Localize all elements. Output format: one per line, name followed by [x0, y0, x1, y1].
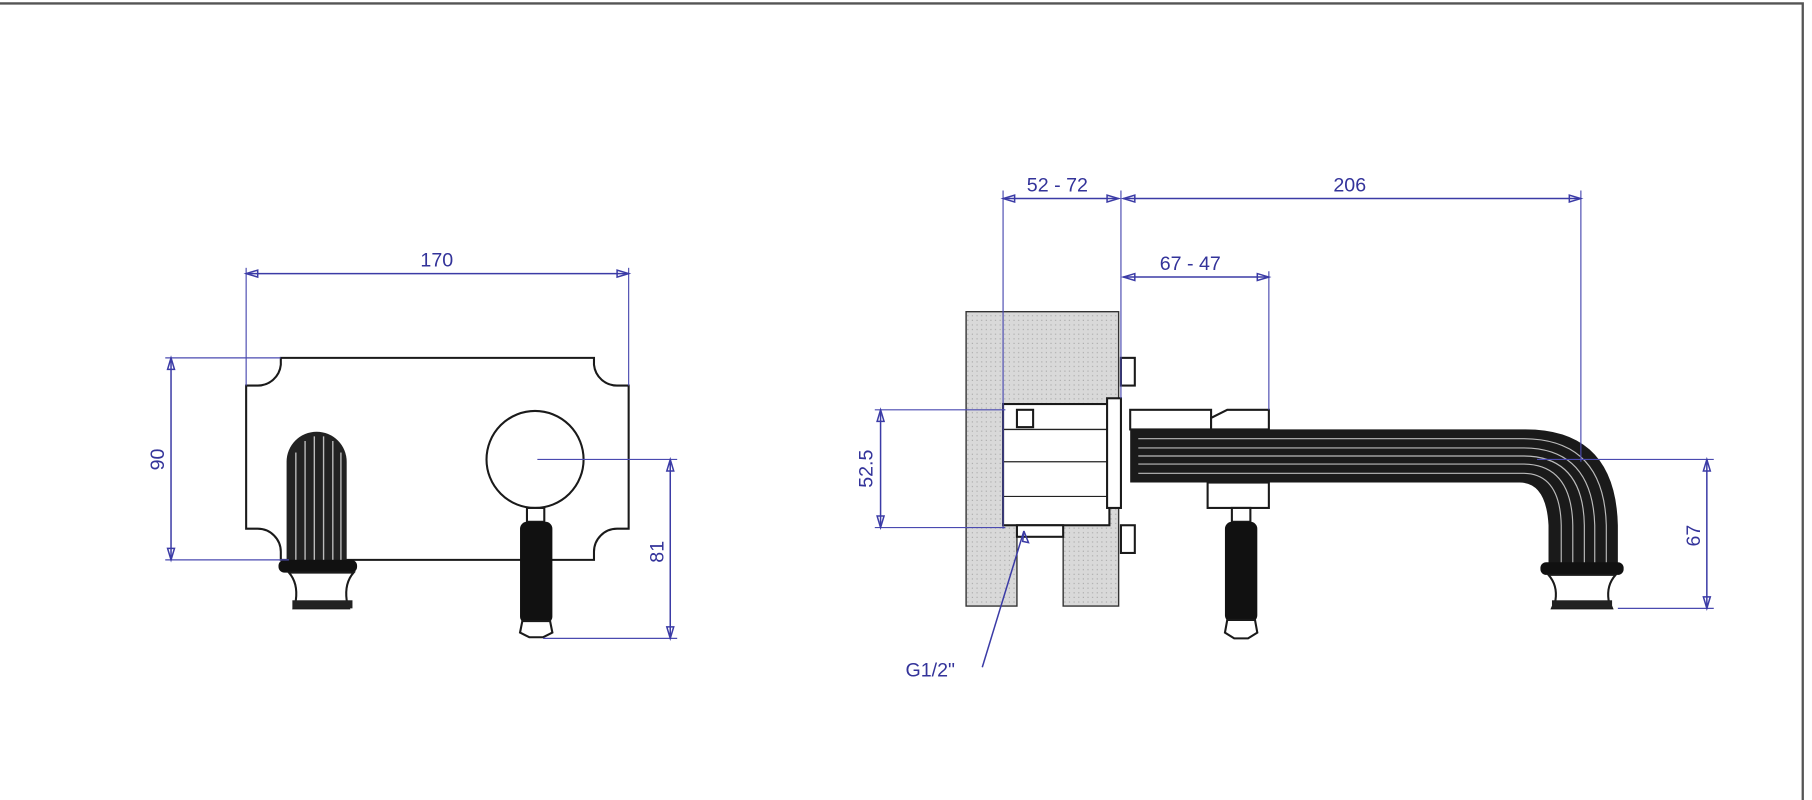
connection-label: G1/2" [905, 659, 955, 681]
dimension-52-72: 52 - 72 [1000, 175, 1122, 529]
spout-front [278, 431, 358, 610]
connection-callout: G1/2" [905, 530, 1030, 681]
dimension-67: 67 [1536, 456, 1714, 611]
dimension-label-handle-height: 81 [646, 541, 668, 563]
lever-handle-side [1206, 481, 1270, 640]
spout-side [1130, 429, 1624, 610]
dimension-170: 170 [243, 250, 632, 386]
lever-handle [485, 409, 585, 639]
dimension-label-width: 170 [420, 250, 453, 272]
dimension-label-spout-projection: 206 [1333, 175, 1366, 197]
dimension-206: 206 [1120, 175, 1584, 462]
side-view: 52 - 72 206 67 - 47 52.5 [855, 175, 1714, 681]
valve-body [1002, 356, 1270, 554]
dimension-label-handle-offset: 67 - 47 [1160, 253, 1221, 275]
dimension-81: 81 [537, 456, 678, 641]
front-view: 170 90 81 [147, 250, 678, 641]
dimension-label-height: 90 [147, 448, 169, 470]
dimension-90: 90 [147, 355, 289, 563]
dimension-label-wall-depth: 52 - 72 [1027, 175, 1088, 197]
dimension-label-body-height: 52.5 [855, 450, 877, 488]
dimension-52-5: 52.5 [855, 407, 1006, 531]
dimension-67-47: 67 - 47 [1120, 253, 1272, 410]
dimension-label-spout-height: 67 [1683, 525, 1705, 547]
